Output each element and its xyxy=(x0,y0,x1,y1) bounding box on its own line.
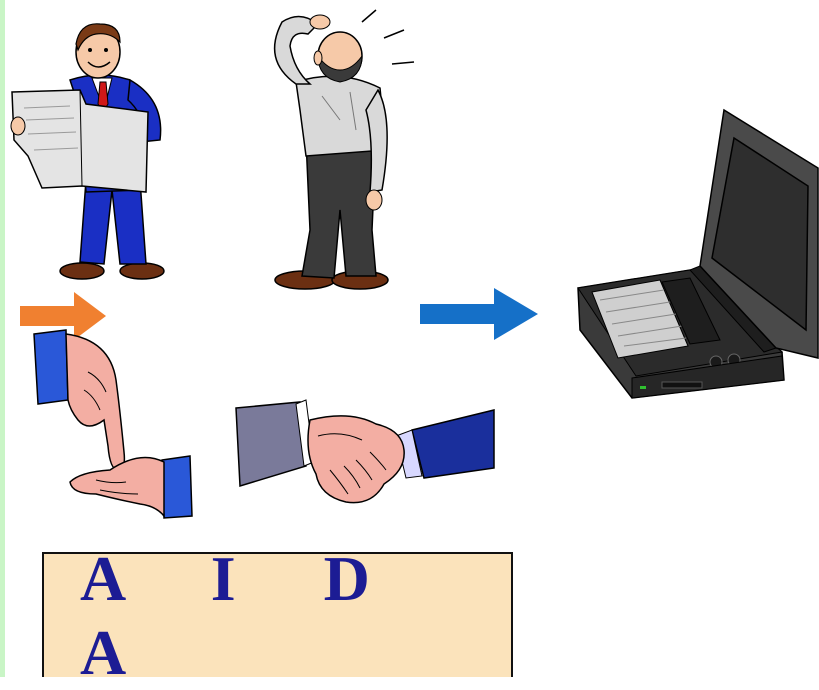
aida-label: A I D A xyxy=(80,542,511,690)
man-reading-newspaper-icon xyxy=(11,24,164,279)
blue-arrow-icon xyxy=(420,288,538,340)
aida-label-box: A I D A xyxy=(42,552,513,677)
confused-man-icon xyxy=(275,10,414,289)
handshake-icon xyxy=(236,400,494,503)
laptop-icon xyxy=(578,110,818,398)
pointing-hands-icon xyxy=(34,330,192,518)
